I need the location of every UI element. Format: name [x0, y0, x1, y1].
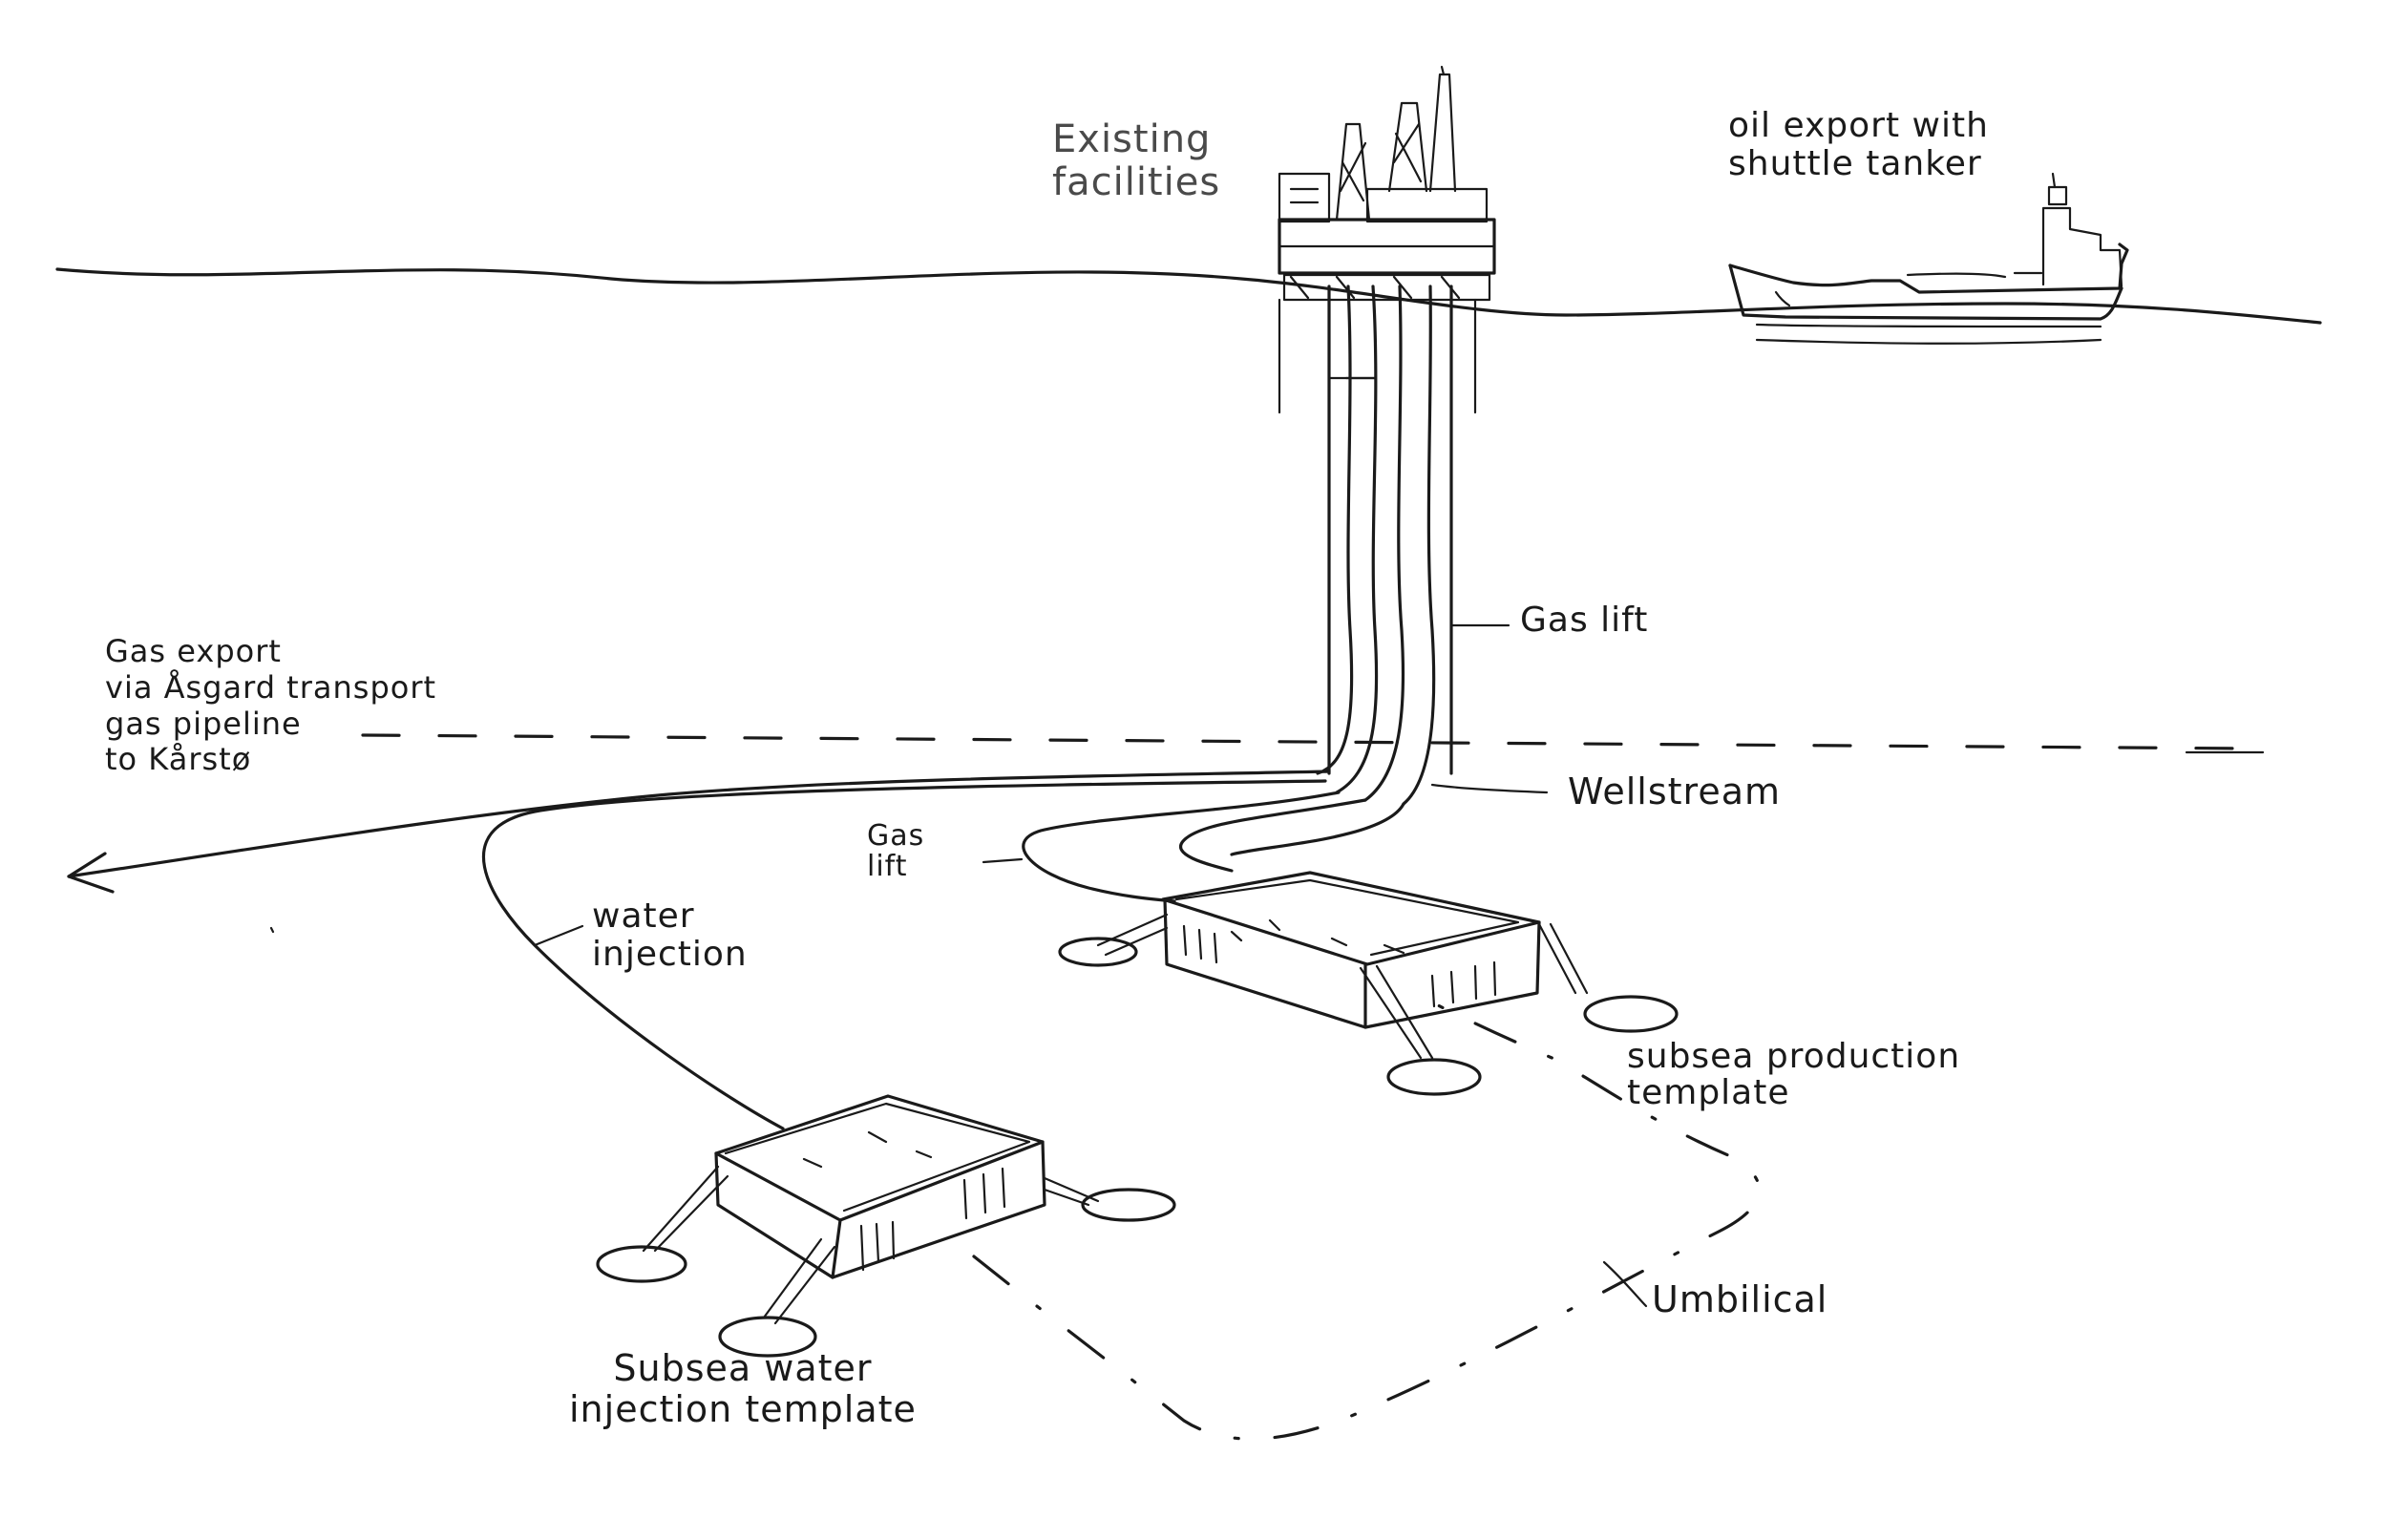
label-subsea-production-template: subsea production template — [1627, 1037, 1961, 1112]
platform-caisson — [1327, 285, 1453, 775]
subsea-production-template — [1058, 871, 1679, 1096]
label-umbilical: Umbilical — [1652, 1278, 1828, 1320]
mid-water-dashed-line — [361, 733, 2255, 750]
label-subsea-water-injection-template: Subsea water injection template — [569, 1347, 917, 1430]
riser-3 — [1363, 285, 1405, 802]
water-injection-line — [481, 779, 1327, 1130]
label-wellstream: Wellstream — [1568, 770, 1782, 812]
label-gas-lift-riser: Gas lift — [1520, 601, 1649, 640]
label-water-injection: water injection — [592, 897, 748, 974]
platform-existing-facilities — [1278, 65, 1496, 775]
wellstream-leader — [1430, 783, 1549, 794]
label-existing-facilities: Existing facilities — [1052, 117, 1221, 204]
gas-export-arrowhead — [67, 852, 115, 894]
gas-lift-seabed-line — [1022, 791, 1341, 903]
gas-export-pipeline — [67, 770, 1331, 878]
label-oil-export: oil export with shuttle tanker — [1728, 106, 1989, 184]
umbilical-leader — [1602, 1260, 1648, 1308]
sea-surface-line — [55, 267, 2322, 325]
subsea-water-injection-template — [596, 1094, 1176, 1358]
label-gas-export: Gas export via Åsgard transport gas pipe… — [105, 633, 437, 778]
label-gas-lift-seabed: Gas lift — [867, 819, 925, 883]
umbilical-line — [972, 991, 1762, 1441]
riser-2 — [1335, 285, 1379, 794]
riser-4 — [1402, 285, 1436, 806]
shuttle-tanker — [1728, 172, 2129, 345]
riser-1 — [1316, 285, 1354, 775]
